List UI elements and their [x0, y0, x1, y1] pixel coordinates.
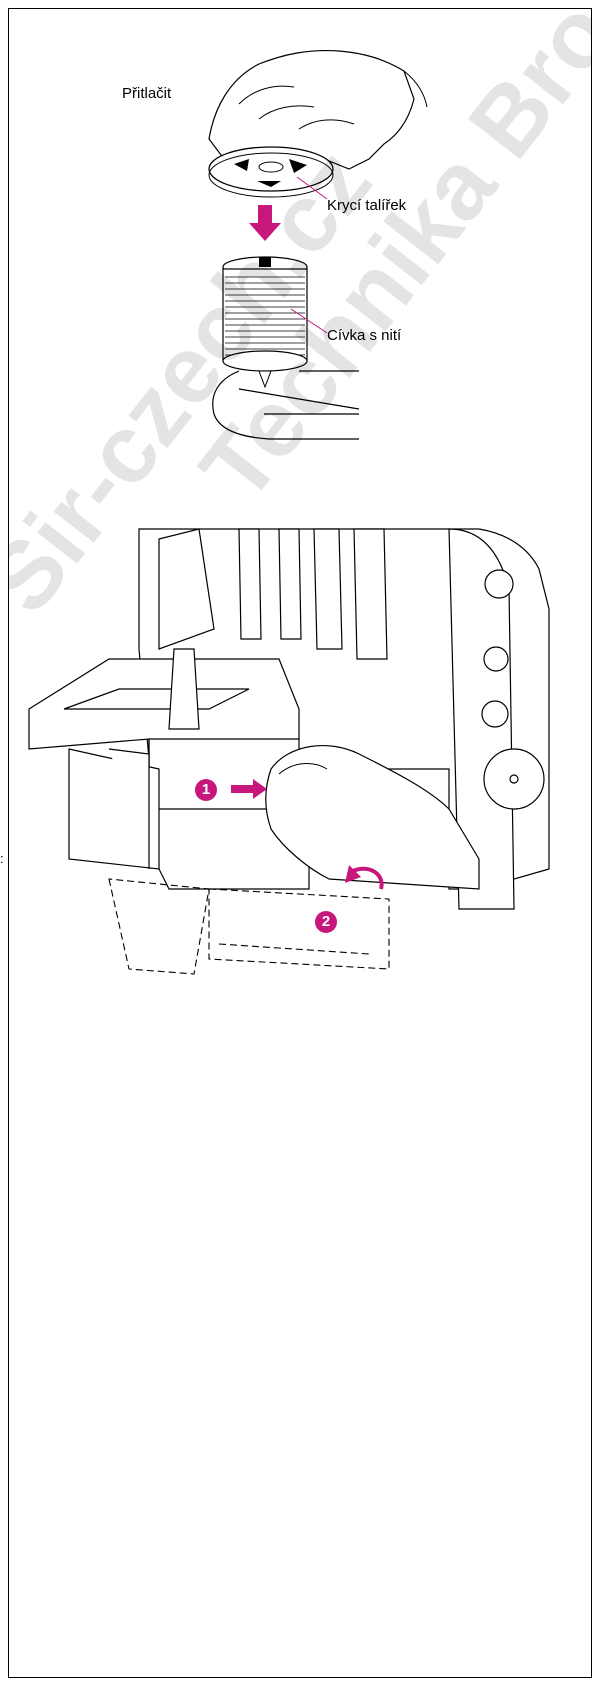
waste-tray [108, 878, 210, 975]
spool-stand [212, 370, 360, 440]
curved-arrow-icon [352, 866, 384, 890]
needle-tower [158, 528, 215, 650]
tension-knob-1 [484, 569, 514, 599]
presser-foot [168, 648, 200, 730]
cover-disc-label: Krycí talířek [327, 197, 407, 214]
tension-knob-3 [481, 700, 509, 728]
operator-hand [265, 744, 480, 890]
press-label: Přitlačit [122, 85, 172, 102]
arrow-down-icon [249, 205, 281, 241]
cover-disc-leader [296, 176, 328, 200]
arrow-right-icon [231, 779, 267, 799]
tension-knob-2 [483, 646, 509, 672]
thread-spool [222, 268, 308, 362]
serger-machine-illustration [28, 528, 550, 975]
spool-leader [290, 308, 328, 334]
edge-mark: : [0, 851, 4, 866]
spool-cap-illustration [208, 50, 428, 440]
step-1-badge: 1 [195, 779, 217, 801]
page-frame: Přitlačit Krycí talířek Cívka s nití [8, 8, 592, 1678]
step-2-badge: 2 [315, 911, 337, 933]
thread-spool-label: Cívka s nití [327, 327, 402, 344]
